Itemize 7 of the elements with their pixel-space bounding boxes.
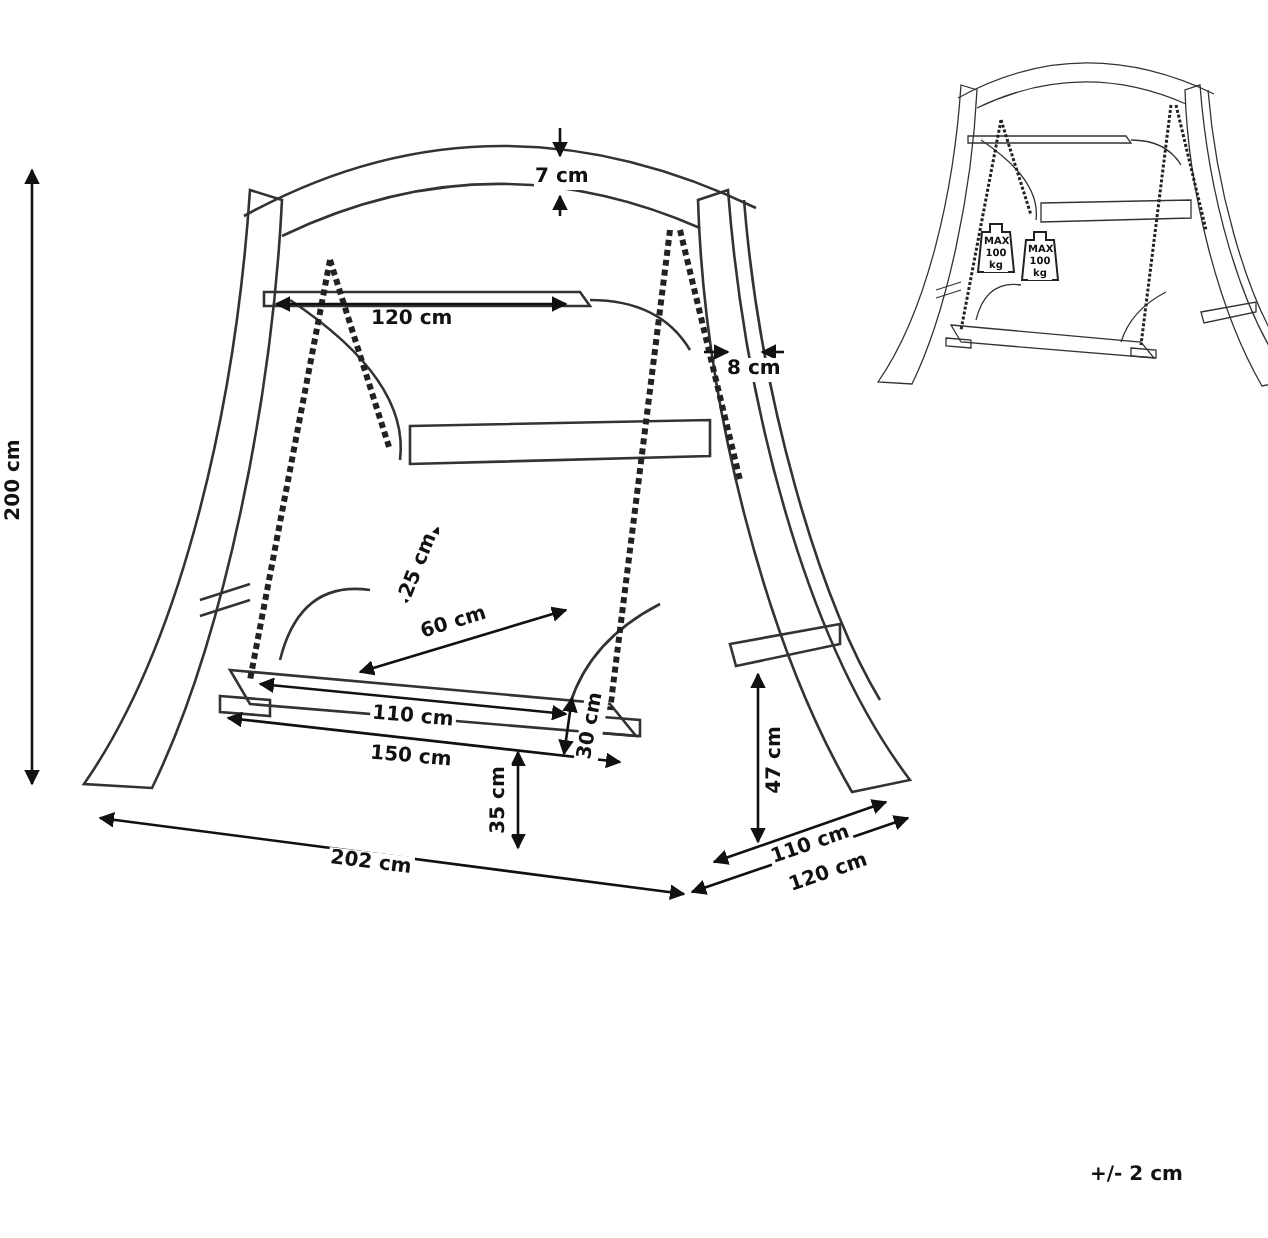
dimension-label: 200 cm — [1, 437, 26, 523]
dimension-label: 35 cm — [487, 764, 512, 836]
dimension-label: 30 cm — [573, 688, 610, 764]
dimension-label: 25 cm — [395, 528, 445, 604]
dimension-label: 7 cm — [533, 166, 591, 190]
tolerance-note: +/- 2 cm — [1088, 1164, 1185, 1188]
dimension-label: 8 cm — [725, 358, 783, 382]
